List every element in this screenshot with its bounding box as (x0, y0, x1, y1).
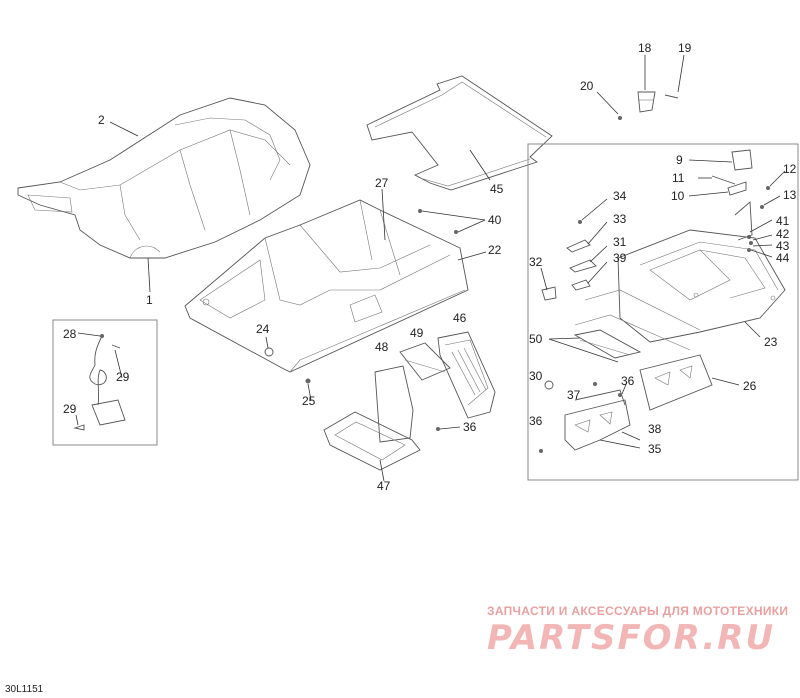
watermark-tagline: ЗАПЧАСТИ И АКСЕССУАРЫ ДЛЯ МОТОТЕХНИКИ (487, 604, 789, 618)
callout-18: 18 (638, 41, 652, 55)
callout-13: 13 (783, 188, 797, 202)
callout-25: 25 (302, 394, 316, 408)
leader-lines (75, 54, 786, 482)
callout-50: 50 (529, 332, 543, 346)
frame-part (574, 229, 786, 351)
callout-20: 20 (580, 79, 594, 93)
callout-11: 11 (672, 171, 685, 185)
callout-36-lower: 36 (529, 414, 543, 428)
callout-37: 37 (567, 388, 581, 402)
nut-24 (264, 347, 274, 357)
callout-10: 10 (671, 189, 685, 203)
watermark-logo: PARTSFOR.RU (487, 618, 776, 658)
seat-part (17, 97, 311, 259)
callout-33: 33 (613, 212, 627, 226)
callout-49: 49 (410, 326, 424, 340)
rail-50 (573, 329, 642, 359)
callout-43: 43 (776, 239, 790, 253)
callout-31: 31 (613, 235, 627, 249)
callout-30: 30 (529, 369, 543, 383)
callout-26: 26 (743, 379, 757, 393)
latch-parts (711, 149, 770, 252)
box-assembly-parts (323, 331, 496, 471)
callout-39: 39 (613, 251, 627, 265)
floor-mat-part (366, 75, 553, 191)
callout-36-upper: 36 (621, 374, 635, 388)
plates-26-35-38 (564, 354, 713, 451)
cable-inset-box (52, 319, 158, 446)
callout-45: 45 (490, 182, 504, 196)
callout-48: 48 (375, 340, 389, 354)
callout-35: 35 (648, 442, 662, 456)
callout-44: 44 (776, 251, 790, 265)
callout-9: 9 (676, 153, 683, 167)
callout-36-box: 36 (463, 420, 477, 434)
callout-24: 24 (256, 322, 270, 336)
callout-1: 1 (146, 293, 153, 307)
callout-2: 2 (98, 113, 105, 127)
callout-29-upper: 29 (116, 370, 130, 384)
callout-47: 47 (377, 479, 391, 493)
callout-19: 19 (678, 41, 692, 55)
callout-labels: 1 2 18 19 20 9 11 10 12 13 27 40 22 45 3… (63, 41, 797, 493)
storage-tub-part (184, 199, 469, 373)
callout-40: 40 (488, 213, 502, 227)
frame-inset-box (527, 143, 799, 481)
bracket-18-19-20 (618, 91, 679, 120)
callout-28: 28 (63, 327, 77, 341)
callout-41: 41 (776, 214, 790, 228)
callout-46: 46 (453, 311, 467, 325)
small-brackets (541, 220, 597, 301)
callout-27: 27 (375, 176, 389, 190)
callout-34: 34 (613, 189, 627, 203)
callout-23: 23 (764, 335, 778, 349)
callout-32: 32 (529, 255, 543, 269)
callout-29-lower: 29 (63, 402, 77, 416)
callout-22: 22 (488, 243, 502, 257)
cable-part (73, 334, 126, 431)
diagram-code: 30L1151 (5, 684, 44, 695)
callout-42: 42 (776, 227, 790, 241)
callout-38: 38 (648, 422, 662, 436)
nut-30 (544, 380, 554, 390)
callout-12: 12 (783, 162, 797, 176)
